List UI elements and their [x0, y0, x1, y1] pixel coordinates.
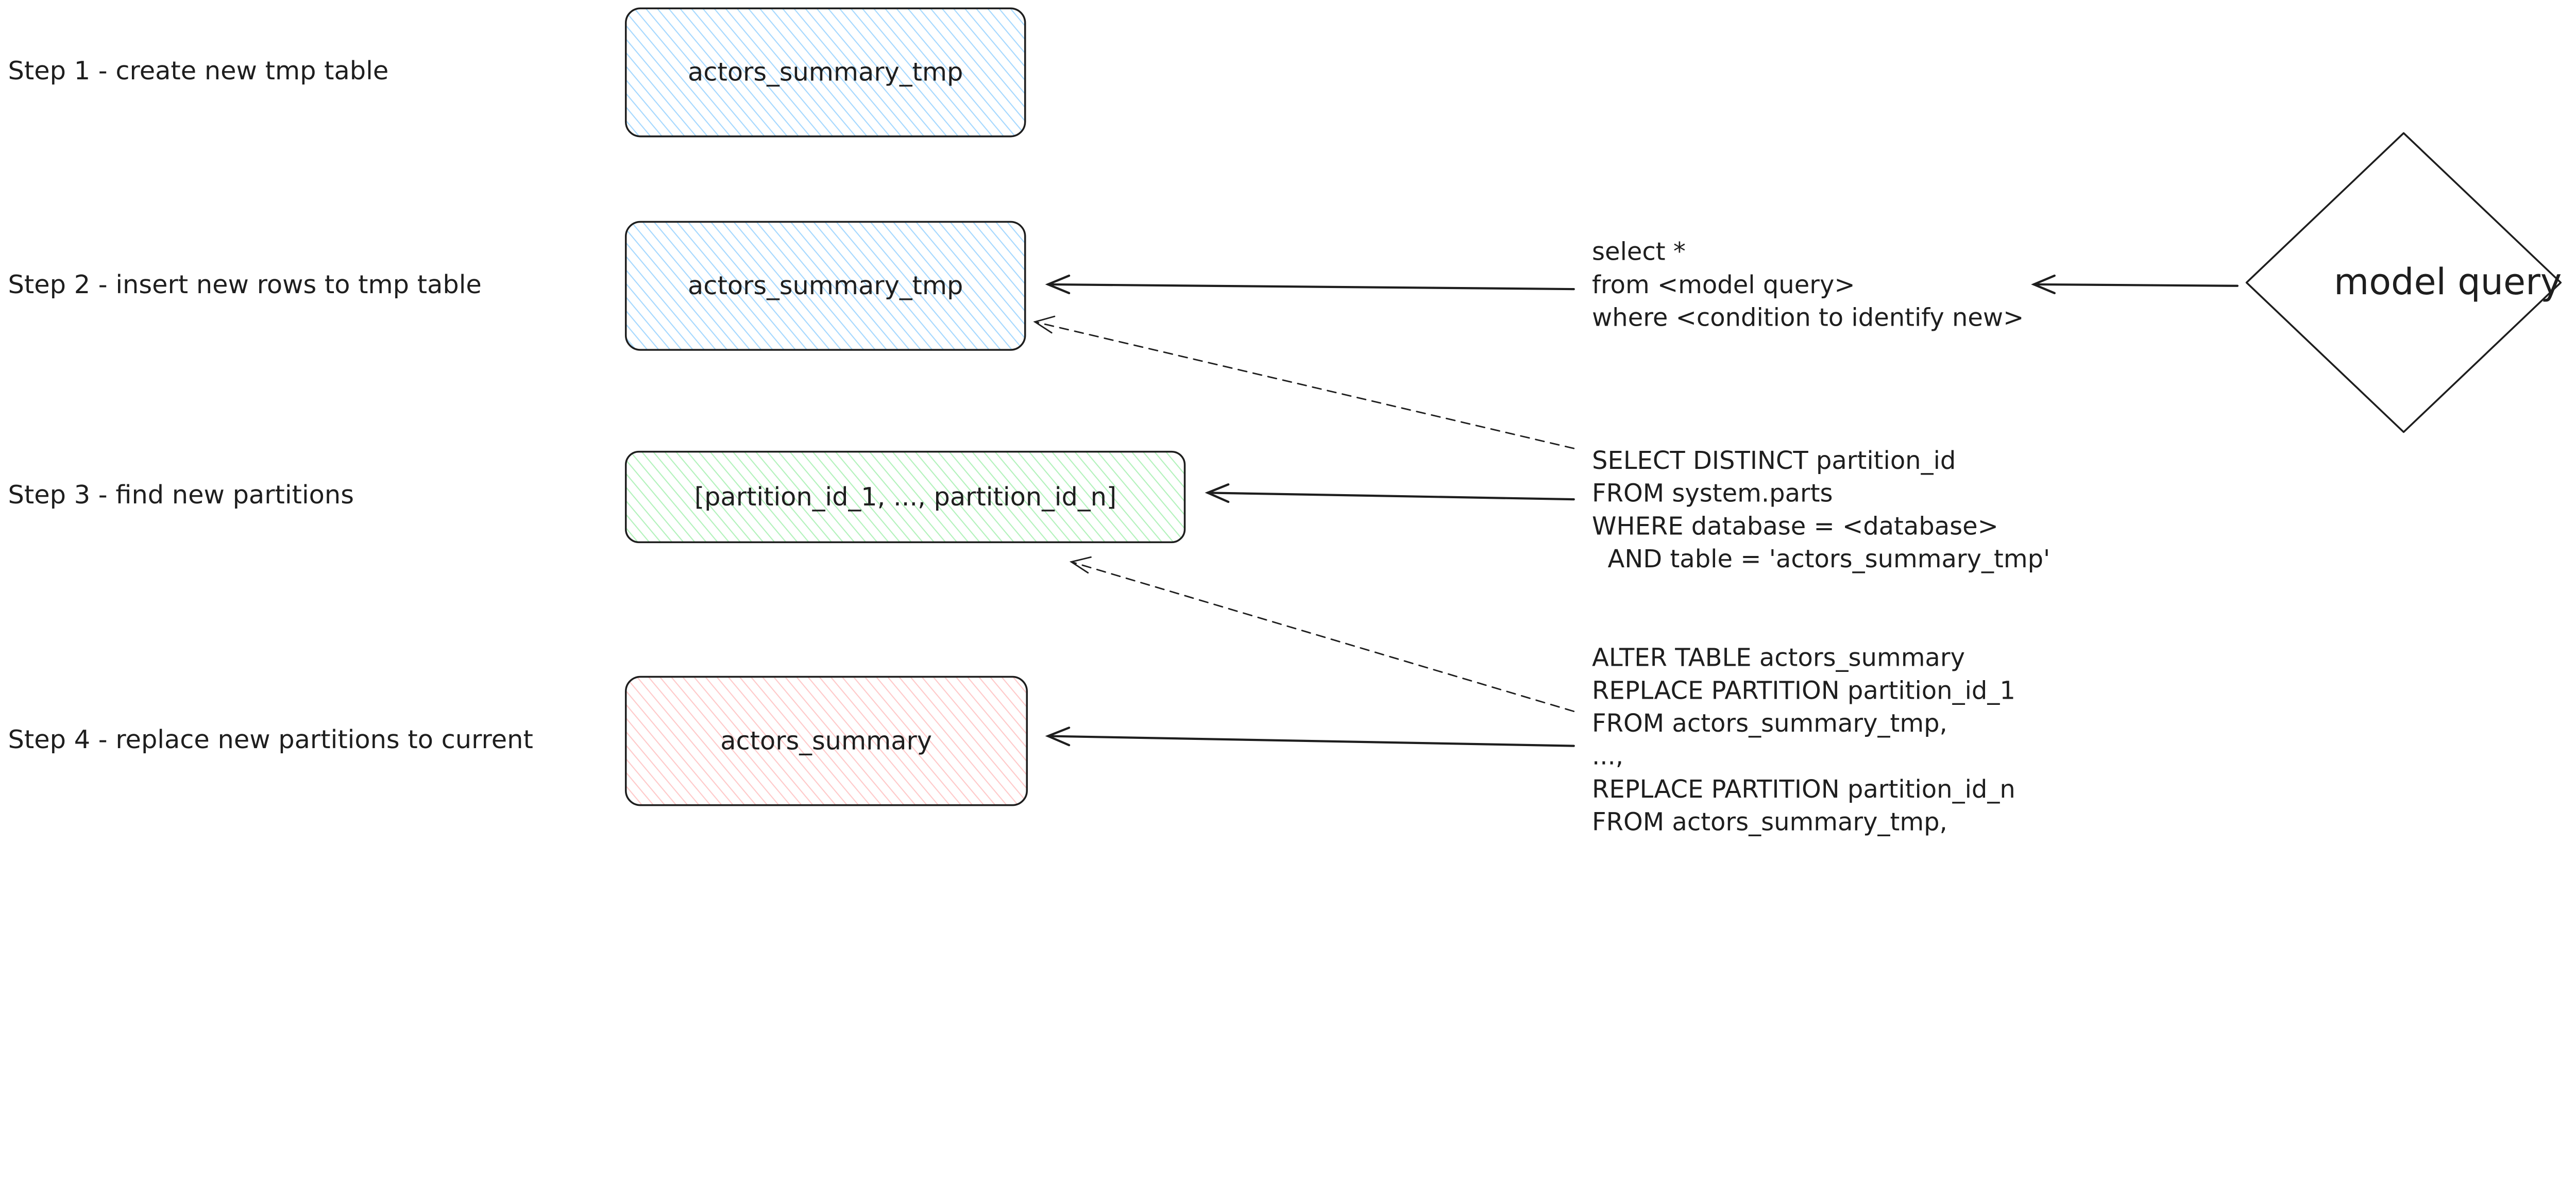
svg-text:FROM system.parts: FROM system.parts — [1592, 479, 1833, 508]
svg-text:FROM actors_summary_tmp,: FROM actors_summary_tmp, — [1592, 807, 1947, 836]
replace-query-text: ALTER TABLE actors_summary REPLACE PARTI… — [1592, 643, 2015, 836]
svg-text:REPLACE PARTITION partition_id: REPLACE PARTITION partition_id_1 — [1592, 677, 2015, 705]
diagram-stage: Step 1 - create new tmp table Step 2 - i… — [8, 7, 2562, 836]
svg-text:AND table = 'actors_summary_tm: AND table = 'actors_summary_tmp' — [1592, 545, 2050, 573]
box-label: actors_summary — [720, 726, 932, 756]
step-4-label: Step 4 - replace new partitions to curre… — [8, 724, 533, 754]
dashed-arrow-partitions-query-to-tmp — [1033, 315, 1575, 449]
model-query-diamond[interactable] — [2245, 132, 2562, 433]
tmp-table-box-step2[interactable]: actors_summary_tmp — [624, 221, 1026, 351]
step-1-label: Step 1 - create new tmp table — [8, 56, 389, 86]
svg-text:...,: ..., — [1592, 742, 1623, 771]
partitions-query-text: SELECT DISTINCT partition_id FROM system… — [1592, 446, 2050, 573]
partitions-box[interactable]: [partition_id_1, ..., partition_id_n] — [624, 450, 1186, 544]
arrow-insert-to-tmp — [1045, 274, 1575, 295]
svg-text:from <model query>: from <model query> — [1592, 271, 1855, 299]
dashed-arrow-replace-to-partitions — [1069, 556, 1575, 712]
svg-text:FROM actors_summary_tmp,: FROM actors_summary_tmp, — [1592, 709, 1947, 738]
arrow-model-to-insert — [2031, 274, 2239, 295]
svg-text:REPLACE PARTITION partition_id: REPLACE PARTITION partition_id_n — [1592, 775, 2015, 804]
box-label: actors_summary_tmp — [688, 271, 963, 300]
step-3-label: Step 3 - find new partitions — [8, 480, 354, 510]
tmp-table-box-step1[interactable]: actors_summary_tmp — [624, 7, 1026, 138]
svg-text:ALTER TABLE actors_summary: ALTER TABLE actors_summary — [1592, 643, 1965, 672]
step-2-label: Step 2 - insert new rows to tmp table — [8, 269, 482, 299]
insert-query-text: select * from <model query> where <condi… — [1592, 238, 2024, 332]
svg-text:select *: select * — [1592, 238, 1686, 266]
arrow-partitions-query-to-box — [1205, 483, 1575, 503]
svg-text:WHERE database = <database>: WHERE database = <database> — [1592, 512, 1998, 541]
box-label: [partition_id_1, ..., partition_id_n] — [694, 482, 1116, 512]
box-label: actors_summary_tmp — [688, 57, 963, 87]
diamond-label: model query — [2334, 261, 2562, 303]
current-table-box[interactable]: actors_summary — [624, 676, 1028, 806]
svg-text:where <condition to identify n: where <condition to identify new> — [1592, 303, 2024, 332]
svg-text:SELECT DISTINCT partition_id: SELECT DISTINCT partition_id — [1592, 446, 1956, 475]
arrow-replace-to-current — [1045, 727, 1575, 747]
diagram-canvas: Step 1 - create new tmp table Step 2 - i… — [8, 7, 2562, 836]
